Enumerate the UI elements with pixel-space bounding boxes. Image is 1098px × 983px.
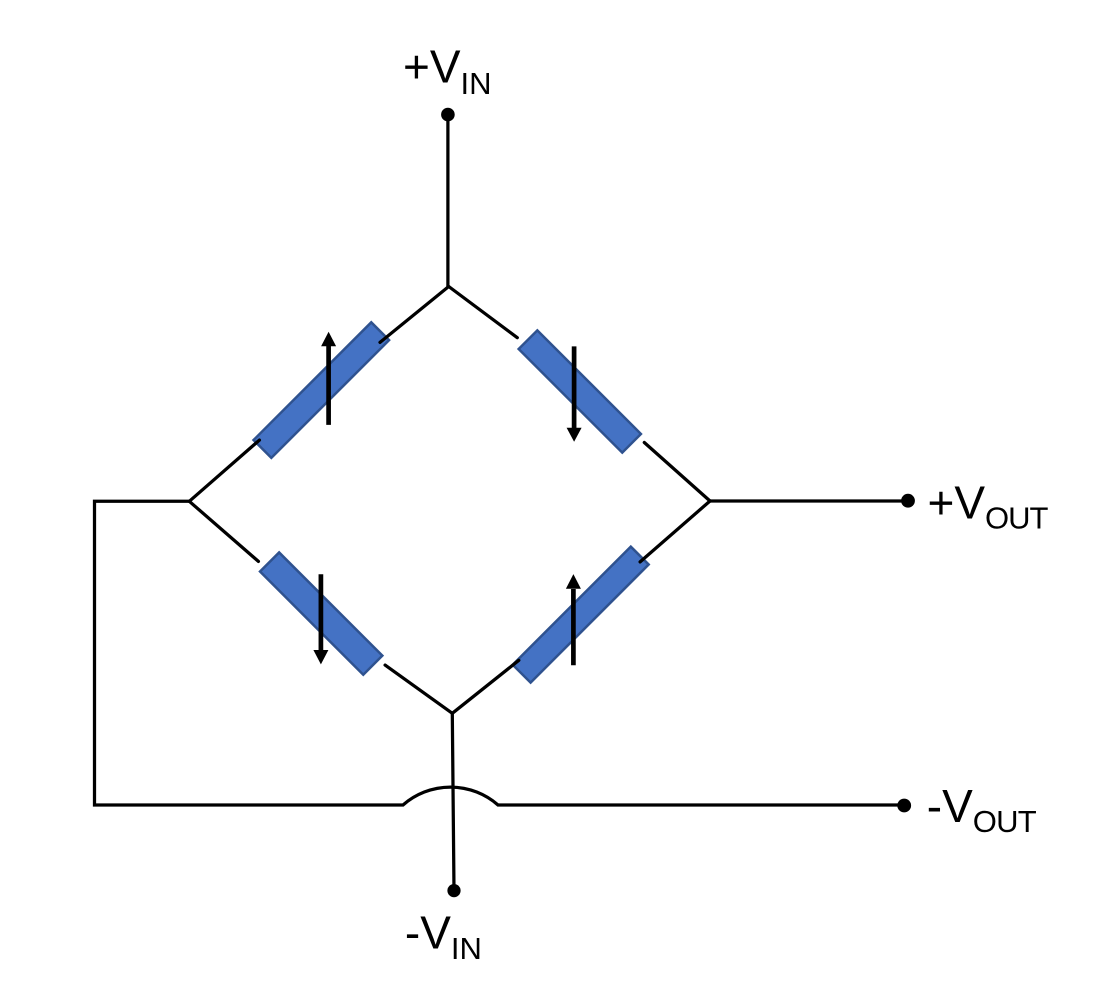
- svg-text:-VIN: -VIN: [405, 907, 482, 966]
- svg-text:+VOUT: +VOUT: [928, 477, 1049, 536]
- svg-text:+VIN: +VIN: [403, 41, 492, 102]
- svg-text:-VOUT: -VOUT: [927, 780, 1037, 839]
